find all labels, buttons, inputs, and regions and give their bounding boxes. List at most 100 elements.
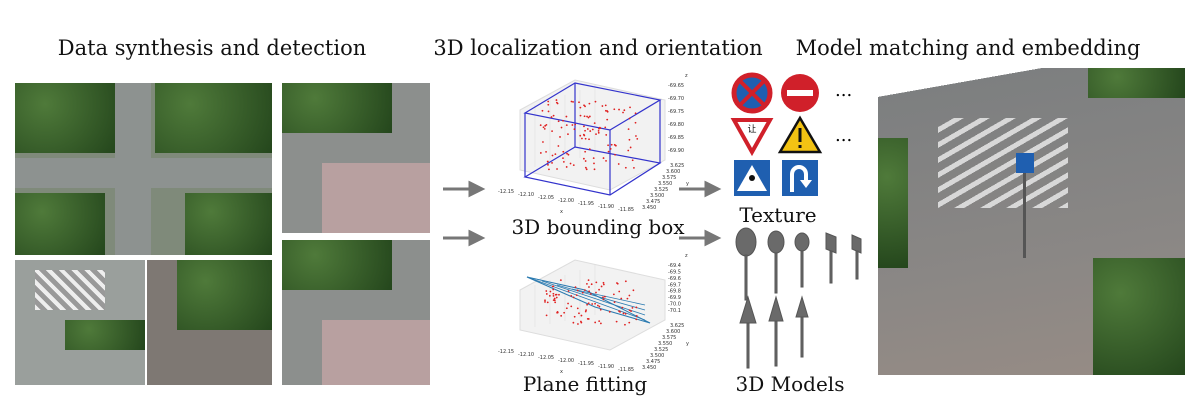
- data-point: [539, 152, 542, 154]
- x-tick-label: -11.90: [598, 204, 614, 210]
- x-tick-label: -12.10: [518, 192, 534, 198]
- data-point: [631, 306, 634, 309]
- data-point: [565, 166, 568, 168]
- z-tick-label: -69.80: [668, 122, 684, 128]
- data-point: [580, 314, 583, 317]
- arrows-to-matching: [679, 180, 722, 247]
- data-point: [634, 112, 637, 115]
- data-point: [547, 103, 550, 106]
- data-point: [560, 314, 563, 317]
- data-point: [548, 168, 550, 171]
- data-point: [613, 143, 616, 146]
- data-point: [602, 157, 605, 159]
- data-point: [583, 125, 585, 128]
- data-point: [563, 311, 566, 314]
- data-point: [583, 289, 586, 292]
- z-tick-label: -70.1: [668, 308, 681, 314]
- data-point: [635, 315, 638, 317]
- data-point: [588, 286, 590, 288]
- data-point: [576, 307, 579, 310]
- data-point: [562, 150, 565, 153]
- y-tick-label: 3.500: [650, 353, 664, 359]
- data-point: [586, 282, 588, 285]
- data-point: [621, 306, 624, 309]
- data-point: [572, 101, 574, 103]
- data-point: [594, 302, 596, 305]
- data-point: [635, 306, 638, 309]
- x-tick-label: -12.15: [498, 349, 514, 355]
- y-tick-label: 3.450: [642, 205, 656, 211]
- data-point: [544, 124, 547, 127]
- z-tick-label: -69.65: [668, 83, 684, 89]
- y-tick-label: 3.525: [654, 347, 668, 353]
- data-point: [572, 164, 575, 167]
- data-point: [614, 153, 616, 156]
- data-point: [608, 310, 611, 313]
- x-tick-label: -11.95: [578, 361, 594, 367]
- data-point: [567, 302, 569, 305]
- data-point: [573, 315, 576, 318]
- data-point: [557, 120, 560, 123]
- x-axis-label: x: [560, 369, 563, 375]
- data-point: [581, 291, 584, 294]
- data-point: [604, 109, 607, 112]
- data-point: [547, 163, 549, 166]
- y-tick-label: 3.525: [654, 187, 668, 193]
- data-point: [627, 128, 630, 130]
- data-point: [542, 141, 544, 143]
- data-point: [627, 149, 630, 152]
- data-point: [601, 105, 604, 107]
- data-point: [629, 106, 631, 109]
- section-title-detection: Data synthesis and detection: [57, 36, 367, 60]
- data-point: [603, 295, 606, 298]
- data-point: [593, 122, 596, 125]
- z-tick-label: -69.6: [668, 276, 681, 282]
- z-tick-label: -69.5: [668, 269, 681, 275]
- data-point: [558, 293, 560, 296]
- data-point: [589, 293, 592, 295]
- arrows-to-localization: [443, 180, 486, 247]
- data-point: [631, 159, 634, 162]
- ellipsis-row1: ...: [835, 80, 853, 101]
- data-point: [595, 133, 597, 136]
- data-point: [594, 100, 597, 103]
- data-point: [593, 162, 595, 165]
- pedestrian-crossing-sign-icon: [734, 160, 770, 196]
- y-tick-label: 3.475: [646, 199, 660, 205]
- data-point: [555, 296, 558, 299]
- y-axis-label: y: [686, 341, 689, 347]
- svg-text:让: 让: [747, 124, 756, 135]
- data-point: [552, 114, 555, 117]
- data-point: [550, 116, 553, 118]
- data-point: [567, 290, 570, 292]
- data-point: [565, 115, 568, 118]
- data-point: [579, 106, 582, 109]
- data-point: [544, 299, 546, 302]
- y-tick-label: 3.475: [646, 359, 660, 365]
- data-point: [636, 137, 639, 140]
- data-point: [545, 293, 548, 295]
- data-point: [551, 130, 553, 132]
- u-turn-sign-icon: [782, 160, 818, 196]
- data-point: [607, 144, 609, 147]
- data-point: [570, 294, 573, 297]
- data-point: [576, 289, 579, 292]
- detection-image-1: [282, 83, 430, 233]
- y-axis-label: y: [686, 181, 689, 187]
- data-point: [559, 279, 562, 282]
- data-point: [579, 134, 582, 137]
- data-point: [545, 314, 548, 317]
- data-point: [597, 131, 600, 134]
- x-tick-label: -12.15: [498, 189, 514, 195]
- z-tick-label: -69.4: [668, 263, 681, 269]
- data-point: [600, 285, 603, 288]
- data-point: [599, 308, 602, 311]
- aerial-road-image: [147, 260, 272, 385]
- round-sign-model-icon: [735, 227, 757, 301]
- section-title-matching: Model matching and embedding: [795, 36, 1141, 60]
- data-point: [604, 104, 607, 107]
- data-point: [583, 115, 586, 118]
- data-point: [585, 168, 588, 171]
- no-stopping-sign-icon: [731, 72, 773, 114]
- data-point: [557, 145, 560, 147]
